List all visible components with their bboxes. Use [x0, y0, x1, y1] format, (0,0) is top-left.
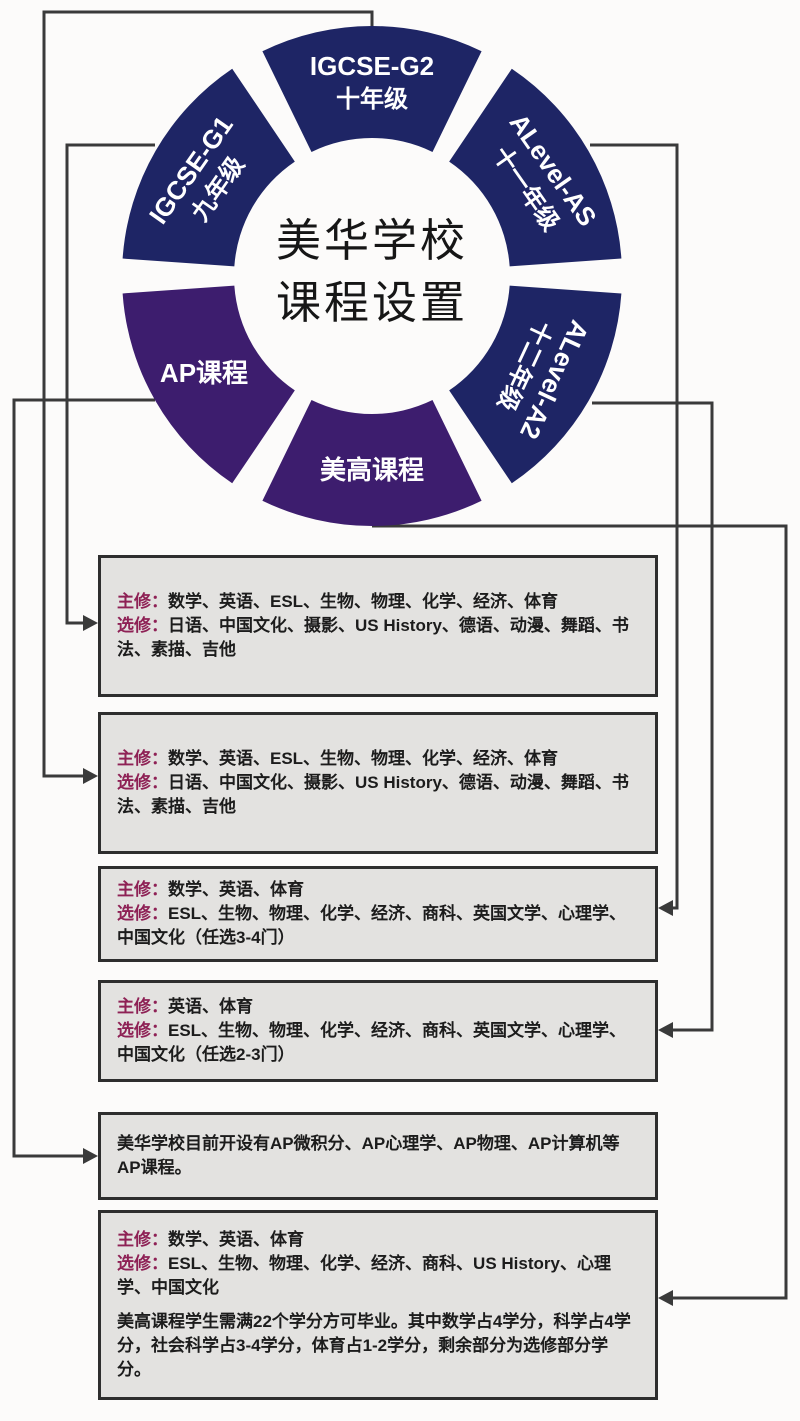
connector-ap-to-box5: [12, 398, 155, 1158]
connector-igcse-g2-to-box2: [42, 10, 374, 778]
course-type-label: 主修：: [117, 1230, 168, 1250]
course-list-text: 数学、英语、体育: [168, 879, 304, 899]
segment-label-ap: AP课程: [160, 358, 248, 388]
course-type-label: 选修：: [117, 1020, 168, 1040]
wheel-center-title-line2: 课程设置: [275, 277, 469, 328]
course-line: 美高课程学生需满22个学分方可毕业。其中数学占4学分，科学占4学分，社会科学占3…: [117, 1310, 639, 1382]
course-list-text: 日语、中国文化、摄影、US History、德语、动漫、舞蹈、书法、素描、吉他: [117, 615, 629, 660]
segment-label-text: AP课程: [160, 358, 248, 388]
course-line: 选修：ESL、生物、物理、化学、经济、商科、英国文学、心理学、中国文化（任选3-…: [117, 902, 639, 950]
course-list-text: 日语、中国文化、摄影、US History、德语、动漫、舞蹈、书法、素描、吉他: [117, 772, 629, 817]
course-type-label: 主修：: [117, 996, 168, 1016]
segment-alevel-a2: [449, 285, 622, 484]
segment-label-igcse-g2: IGCSE-G2 十年级: [310, 51, 434, 113]
connector-meigao-to-box6: [372, 524, 788, 1300]
course-type-label: 主修：: [117, 748, 168, 768]
wheel-center-title: 美华学校 课程设置: [276, 210, 468, 334]
segment-label-text: IGCSE-G2: [310, 51, 434, 81]
course-list-text: 美华学校目前开设有AP微积分、AP心理学、AP物理、AP计算机等AP课程。: [117, 1133, 620, 1177]
segment-igcse-g2: [262, 26, 482, 152]
course-box-alevel-a2: 主修：英语、体育选修：ESL、生物、物理、化学、经济、商科、英国文学、心理学、中…: [98, 980, 658, 1082]
course-type-label: 选修：: [117, 903, 168, 923]
course-line: 主修：数学、英语、体育: [117, 1228, 639, 1252]
course-list-text: 数学、英语、ESL、生物、物理、化学、经济、体育: [168, 591, 559, 611]
segment-ap: [122, 285, 295, 484]
course-line: 选修：日语、中国文化、摄影、US History、德语、动漫、舞蹈、书法、素描、…: [117, 771, 639, 819]
course-list-text: ESL、生物、物理、化学、经济、商科、英国文学、心理学、中国文化（任选2-3门）: [117, 1020, 627, 1065]
course-list-text: ESL、生物、物理、化学、经济、商科、US History、心理学、中国文化: [117, 1254, 611, 1298]
segment-igcse-g1: [122, 68, 295, 267]
course-line: 主修：数学、英语、ESL、生物、物理、化学、经济、体育: [117, 747, 639, 771]
course-box-igcse-g2: 主修：数学、英语、ESL、生物、物理、化学、经济、体育选修：日语、中国文化、摄影…: [98, 712, 658, 854]
course-list-text: 美高课程学生需满22个学分方可毕业。其中数学占4学分，科学占4学分，社会科学占3…: [117, 1311, 631, 1379]
arrowhead-meigao-to-box6: [658, 1290, 673, 1306]
course-line: 主修：数学、英语、ESL、生物、物理、化学、经济、体育: [117, 590, 639, 614]
arrowhead-igcse-g1-to-box1: [83, 615, 98, 631]
connector-alevel-a2-to-box4: [592, 401, 714, 1032]
course-box-alevel-as: 主修：数学、英语、体育选修：ESL、生物、物理、化学、经济、商科、英国文学、心理…: [98, 866, 658, 962]
course-type-label: 主修：: [117, 879, 168, 899]
connector-igcse-g1-to-box1: [65, 143, 155, 625]
course-list-text: 数学、英语、ESL、生物、物理、化学、经济、体育: [168, 748, 559, 768]
course-line: 选修：日语、中国文化、摄影、US History、德语、动漫、舞蹈、书法、素描、…: [117, 614, 639, 662]
arrowhead-igcse-g2-to-box2: [83, 768, 98, 784]
course-list-text: 数学、英语、体育: [168, 1230, 304, 1250]
wheel-center-title-line1: 美华学校: [275, 214, 469, 266]
course-type-label: 选修：: [117, 615, 168, 635]
course-box-meigao: 主修：数学、英语、体育选修：ESL、生物、物理、化学、经济、商科、US Hist…: [98, 1210, 658, 1400]
segment-label-meigao: 美高课程: [320, 455, 424, 485]
segment-label-text: 十年级: [336, 85, 408, 113]
arrowhead-alevel-a2-to-box4: [658, 1022, 673, 1038]
course-type-label: 主修：: [117, 591, 168, 611]
course-type-label: 选修：: [117, 1254, 168, 1274]
course-line: 选修：ESL、生物、物理、化学、经济、商科、US History、心理学、中国文…: [117, 1252, 639, 1300]
arrowhead-ap-to-box5: [83, 1148, 98, 1164]
segment-label-text: 美高课程: [320, 455, 424, 485]
course-line: 主修：数学、英语、体育: [117, 878, 639, 902]
course-line: 选修：ESL、生物、物理、化学、经济、商科、英国文学、心理学、中国文化（任选2-…: [117, 1019, 639, 1067]
course-list-text: 英语、体育: [168, 996, 253, 1016]
course-box-igcse-g1: 主修：数学、英语、ESL、生物、物理、化学、经济、体育选修：日语、中国文化、摄影…: [98, 555, 658, 697]
course-line: 主修：英语、体育: [117, 995, 639, 1019]
segment-alevel-as: [449, 68, 622, 267]
arrowhead-alevel-as-to-box3: [658, 900, 673, 916]
connector-lines: [12, 10, 788, 1306]
segment-meigao: [262, 400, 482, 526]
course-line: 美华学校目前开设有AP微积分、AP心理学、AP物理、AP计算机等AP课程。: [117, 1132, 639, 1180]
course-type-label: 选修：: [117, 772, 168, 792]
course-box-ap: 美华学校目前开设有AP微积分、AP心理学、AP物理、AP计算机等AP课程。: [98, 1112, 658, 1200]
course-list-text: ESL、生物、物理、化学、经济、商科、英国文学、心理学、中国文化（任选3-4门）: [117, 903, 627, 948]
